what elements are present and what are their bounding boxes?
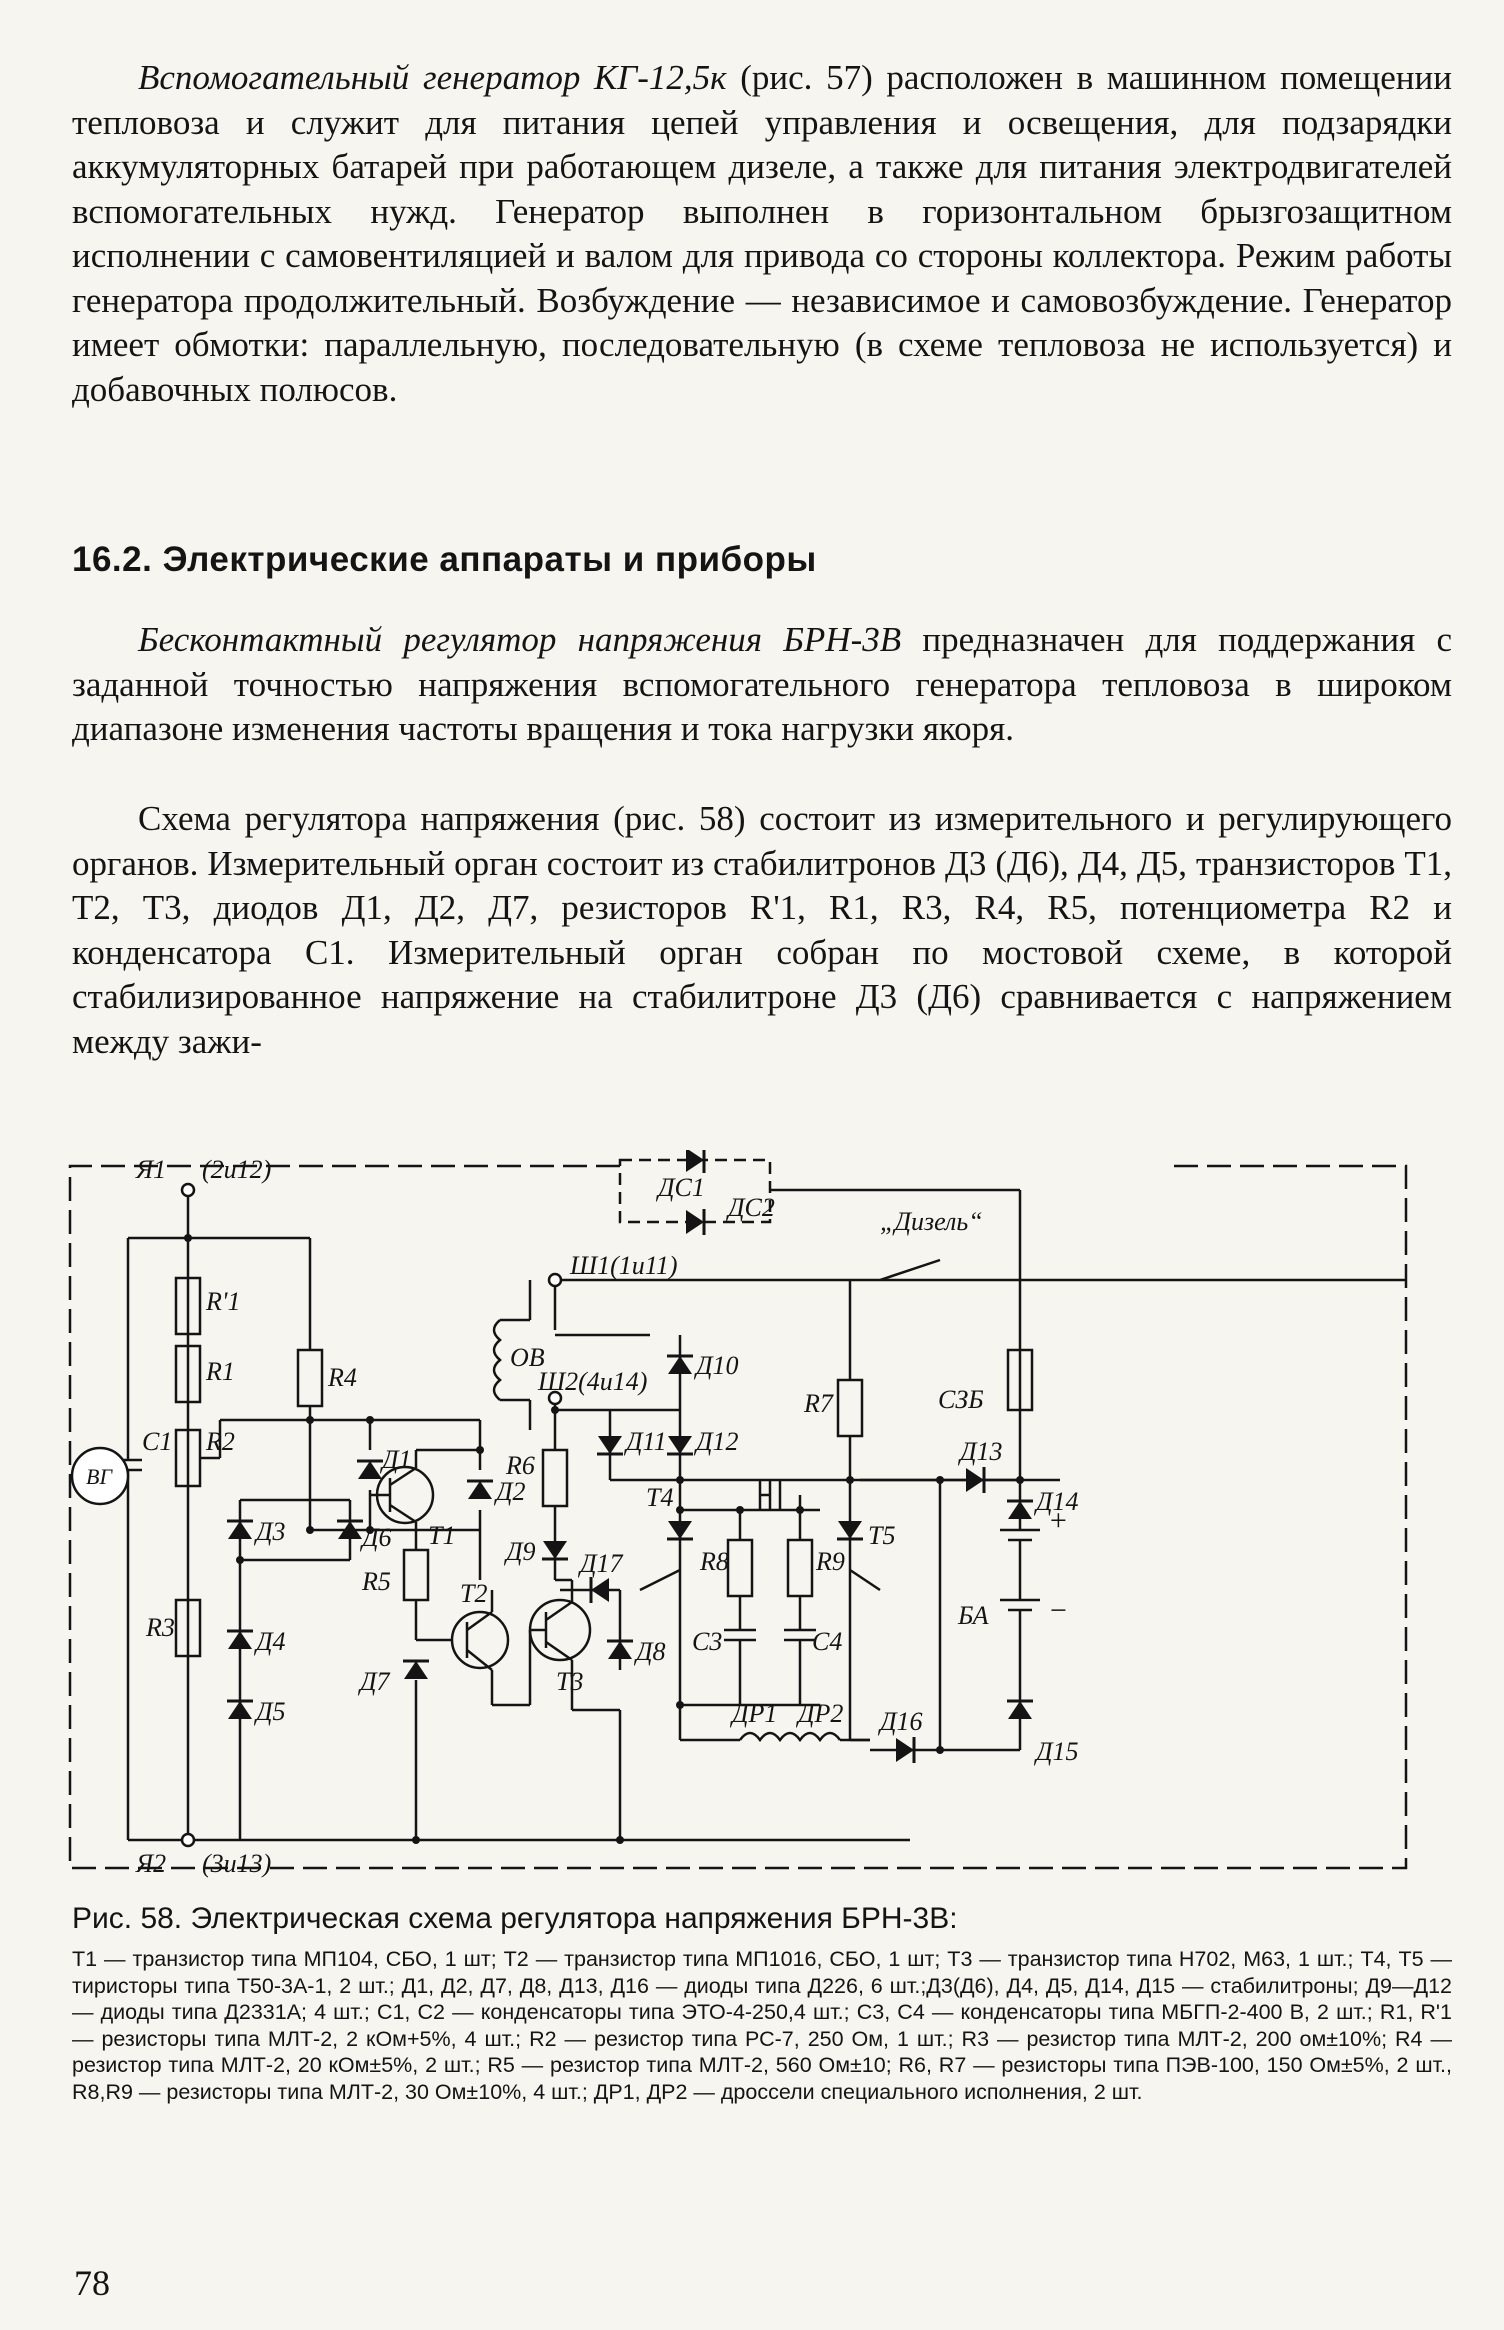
label-dr2: ДР2 bbox=[795, 1699, 843, 1728]
diode-ds2 bbox=[684, 1207, 706, 1237]
label-d1: Д1 bbox=[379, 1445, 412, 1474]
label-r-prime1: R'1 bbox=[205, 1287, 240, 1316]
diode-d8 bbox=[605, 1639, 635, 1661]
paragraph-scheme: Схема регулятора напряжения (рис. 58) со… bbox=[72, 799, 1452, 1061]
figure-caption-body: Т1 — транзистор типа МП104, СБО, 1 шт; Т… bbox=[72, 1947, 1452, 2104]
label-d10: Д10 bbox=[693, 1351, 739, 1380]
label-r7: R7 bbox=[803, 1389, 834, 1418]
label-ds1: ДС1 bbox=[655, 1173, 705, 1202]
label-c3: С3 bbox=[692, 1627, 722, 1656]
diode-d15 bbox=[1005, 1699, 1035, 1721]
diode-ds1 bbox=[684, 1150, 706, 1175]
label-ya1-terminal: (2и12) bbox=[202, 1155, 271, 1184]
diode-d17 bbox=[589, 1575, 611, 1605]
label-d17: Д17 bbox=[577, 1549, 624, 1578]
thyristor-t5 bbox=[835, 1519, 865, 1541]
label-r3: R3 bbox=[145, 1613, 175, 1642]
label-d9: Д9 bbox=[503, 1537, 536, 1566]
diode-d13 bbox=[964, 1465, 986, 1495]
label-minus: − bbox=[1048, 1594, 1068, 1627]
diode-d7 bbox=[401, 1659, 431, 1681]
page-number: 78 bbox=[74, 2263, 110, 2303]
label-dr1: ДР1 bbox=[729, 1699, 777, 1728]
label-c4: С4 bbox=[812, 1627, 842, 1656]
label-plus: + bbox=[1048, 1504, 1068, 1537]
diode-d4 bbox=[225, 1629, 255, 1651]
label-d14: Д14 bbox=[1033, 1487, 1079, 1516]
label-d11: Д11 bbox=[623, 1427, 667, 1456]
label-ya2: Я2 bbox=[135, 1849, 166, 1878]
label-r2: R2 bbox=[205, 1427, 235, 1456]
diode-d5 bbox=[225, 1699, 255, 1721]
diode-d1 bbox=[355, 1459, 385, 1481]
paragraph-regulator: Бесконтактный регулятор напряжения БРН-3… bbox=[72, 618, 1452, 752]
label-c1: С1 bbox=[142, 1427, 172, 1456]
label-d3: Д3 bbox=[253, 1517, 286, 1546]
diode-d11 bbox=[595, 1434, 625, 1456]
label-r6: R6 bbox=[505, 1451, 535, 1480]
diode-d2 bbox=[465, 1479, 495, 1501]
label-d7: Д7 bbox=[357, 1667, 391, 1696]
label-d2: Д2 bbox=[493, 1477, 526, 1506]
label-ba: БА bbox=[957, 1601, 989, 1630]
figure-caption-title: Рис. 58. Электрическая схема регулятора … bbox=[72, 1902, 958, 1935]
label-t4: Т4 bbox=[646, 1483, 673, 1512]
label-t1: Т1 bbox=[428, 1521, 455, 1550]
label-t5: Т5 bbox=[868, 1521, 895, 1550]
circuit-schematic: Я1 (2и12) Я2 (3и13) ВГ С1 R'1 R1 R2 R3 R… bbox=[68, 1150, 1408, 1878]
label-d13: Д13 bbox=[957, 1437, 1003, 1466]
label-r9: R9 bbox=[815, 1547, 845, 1576]
label-diesel: „Дизель“ bbox=[880, 1207, 983, 1236]
label-sh2: Ш2(4и14) bbox=[537, 1367, 647, 1396]
paragraph-generator: Вспомогательный генератор КГ-12,5к (рис.… bbox=[72, 56, 1452, 412]
label-generator: ВГ bbox=[86, 1464, 113, 1489]
label-sh1: Ш1(1и11) bbox=[569, 1251, 678, 1280]
thyristor-t4 bbox=[665, 1519, 695, 1541]
circuit-diagram: Я1 (2и12) Я2 (3и13) ВГ С1 R'1 R1 R2 R3 R… bbox=[60, 1150, 1440, 1890]
label-d5: Д5 bbox=[253, 1697, 286, 1726]
regulator-text: предназначен для поддержания с заданной … bbox=[72, 620, 1452, 748]
label-r1: R1 bbox=[205, 1357, 235, 1386]
label-d12: Д12 bbox=[693, 1427, 739, 1456]
label-d16: Д16 bbox=[877, 1707, 923, 1736]
diode-d3 bbox=[225, 1519, 255, 1541]
label-r4: R4 bbox=[327, 1363, 357, 1392]
label-r8: R8 bbox=[699, 1547, 729, 1576]
diode-d10 bbox=[665, 1354, 695, 1376]
generator-term: Вспомогательный генератор КГ-12,5к bbox=[138, 58, 727, 97]
diode-d14 bbox=[1005, 1499, 1035, 1521]
regulator-term: Бесконтактный регулятор напряжения БРН-3… bbox=[138, 620, 902, 659]
label-d15: Д15 bbox=[1033, 1737, 1079, 1766]
label-t3: Т3 bbox=[556, 1667, 583, 1696]
label-ya1: Я1 bbox=[135, 1155, 166, 1184]
section-heading: 16.2. Электрические аппараты и приборы bbox=[72, 540, 817, 579]
diode-d12 bbox=[665, 1434, 695, 1456]
label-d8: Д8 bbox=[633, 1637, 666, 1666]
label-szb: СЗБ bbox=[938, 1385, 984, 1414]
diode-d16 bbox=[894, 1735, 916, 1765]
label-d6: Д6 bbox=[359, 1523, 392, 1552]
label-t2: Т2 bbox=[460, 1579, 487, 1608]
label-ov: ОВ bbox=[510, 1343, 545, 1372]
label-r5: R5 bbox=[361, 1567, 391, 1596]
label-ds2: ДС2 bbox=[725, 1193, 775, 1222]
label-ya2-terminal: (3и13) bbox=[202, 1849, 271, 1878]
generator-text: (рис. 57) расположен в машинном помещени… bbox=[72, 58, 1452, 409]
diode-d9 bbox=[540, 1539, 570, 1561]
label-d4: Д4 bbox=[253, 1627, 286, 1656]
